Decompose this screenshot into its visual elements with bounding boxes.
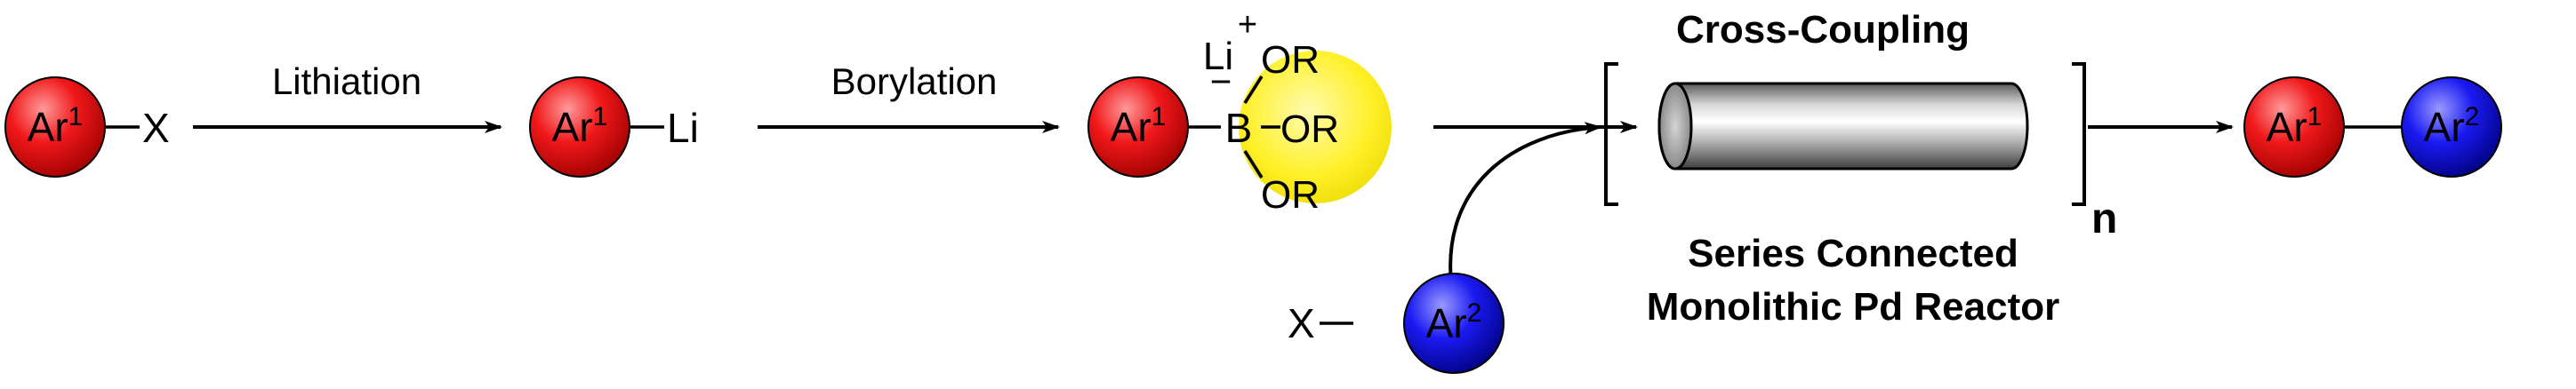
- monolithic-pd-reactor: Cross-Coupling n Series Connected Monoli…: [1604, 8, 2117, 329]
- leaving-group-x: X: [1288, 300, 1315, 346]
- lithium-borate-intermediate: Ar1 B − Li + OR OR OR: [1087, 6, 1392, 217]
- ar1-li-intermediate: Ar1 Li: [529, 76, 699, 178]
- ar1-x-starting-material: Ar1 X: [4, 76, 170, 178]
- b-o-bond-bottom: [1243, 150, 1264, 179]
- or-group-top: OR: [1261, 38, 1320, 82]
- leaving-group-x: X: [142, 105, 170, 151]
- b-o-bond-top: [1243, 75, 1264, 104]
- biaryl-product: Ar1 Ar2: [2243, 76, 2502, 178]
- ar2-label: Ar2: [1426, 298, 1482, 346]
- lithium-label: Li: [667, 105, 699, 151]
- ar1-label: Ar1: [2267, 102, 2323, 150]
- reactor-cylinder: [1657, 82, 2029, 171]
- repeat-count-n: n: [2091, 195, 2117, 242]
- right-bracket: [2072, 62, 2086, 206]
- ar2-label: Ar2: [2424, 102, 2480, 150]
- ar1-label: Ar1: [28, 102, 84, 150]
- lithium-positive-charge: +: [1238, 6, 1257, 44]
- ar2-sphere: [2401, 76, 2502, 178]
- cross-coupling-label: Cross-Coupling: [1676, 8, 1970, 52]
- boron-label: B: [1225, 105, 1253, 151]
- lithium-cation: Li: [1203, 35, 1233, 78]
- ar1-label: Ar1: [552, 102, 608, 150]
- reactor-inlet-cap: [1657, 82, 1693, 171]
- lithiation-label: Lithiation: [272, 60, 421, 102]
- left-bracket: [1604, 62, 1618, 206]
- ar2-sphere: [1403, 273, 1505, 374]
- ar1-label: Ar1: [1111, 102, 1167, 150]
- or-group-bottom: OR: [1261, 173, 1320, 217]
- reactor-caption-line1: Series Connected: [1688, 232, 2018, 275]
- boron-negative-charge: −: [1210, 60, 1232, 102]
- x-ar2-coupling-partner: X Ar2: [1288, 273, 1505, 374]
- coupling-partner-arrow: [1448, 122, 1602, 283]
- reactor-caption-line2: Monolithic Pd Reactor: [1647, 285, 2059, 329]
- or-group-right: OR: [1280, 107, 1339, 151]
- borate-highlight: [1239, 51, 1392, 203]
- borylation-label: Borylation: [831, 60, 998, 102]
